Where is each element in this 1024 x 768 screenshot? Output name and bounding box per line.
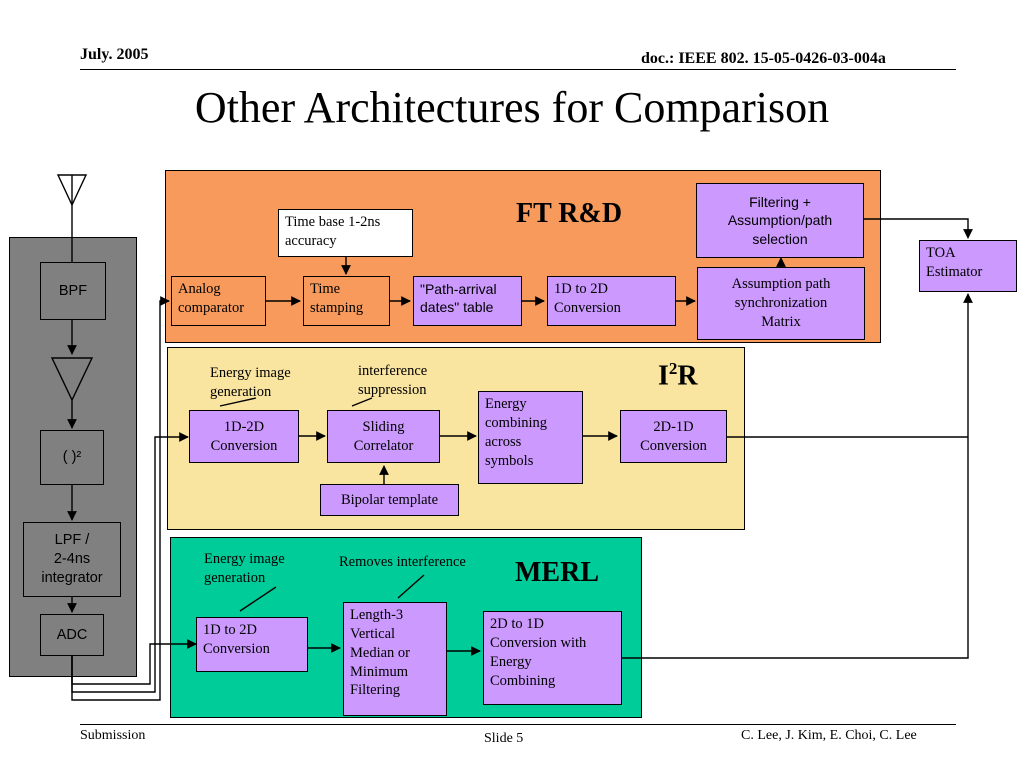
energy-combining-block: Energy combining across symbols xyxy=(478,391,583,484)
filtering-block: Filtering + Assumption/path selection xyxy=(696,183,864,258)
time-stamping-block: Time stamping xyxy=(303,276,390,326)
median-label-3: Median or xyxy=(350,644,410,661)
time-base-label-1: Time base 1-2ns xyxy=(285,214,381,230)
i2r-energy-image-label: Energy image generation xyxy=(210,364,291,402)
lpf-block: LPF / 2-4ns integrator xyxy=(23,522,121,597)
median-label-1: Length-3 xyxy=(350,607,404,623)
median-label-5: Filtering xyxy=(350,682,400,699)
bpf-block: BPF xyxy=(40,262,106,320)
merl-conv-label-1: 1D to 2D xyxy=(203,622,257,638)
merl-conv-label-2: Conversion xyxy=(203,640,270,657)
energy-comb-label-3: across xyxy=(485,433,522,450)
time-stamp-label-1: Time xyxy=(310,281,341,297)
time-base-block: Time base 1-2ns accuracy xyxy=(278,209,413,257)
adc-label: ADC xyxy=(56,626,88,643)
merl-conv2-label-1: 2D to 1D xyxy=(490,616,544,632)
header-rule xyxy=(80,69,956,70)
adc-block: ADC xyxy=(40,614,104,656)
median-filter-block: Length-3 Vertical Median or Minimum Filt… xyxy=(343,602,447,716)
ftrd-conv-label-2: Conversion xyxy=(554,299,621,316)
i2r-energy-image-line-1: Energy image xyxy=(210,365,291,381)
merl-conv2-label-2: Conversion with xyxy=(490,634,587,651)
merl-conv2-label-3: Energy xyxy=(490,653,532,670)
merl-energy-image-line-1: Energy image xyxy=(204,551,285,567)
merl-conv2-label-4: Combining xyxy=(490,672,556,689)
lpf-label-1: LPF / xyxy=(54,532,90,549)
merl-1d-2d-conversion-block: 1D to 2D Conversion xyxy=(196,617,308,672)
lpf-label-3: integrator xyxy=(41,569,103,586)
toa-estimator-block: TOA Estimator xyxy=(919,240,1017,292)
median-label-2: Vertical xyxy=(350,625,396,642)
merl-energy-image-label: Energy image generation xyxy=(204,550,285,588)
median-label-4: Minimum xyxy=(350,663,409,680)
filter-label-3: selection xyxy=(752,230,808,247)
merl-2d-1d-conversion-block: 2D to 1D Conversion with Energy Combinin… xyxy=(483,611,622,705)
interference-suppression-label: interference suppression xyxy=(358,362,427,400)
i2r-2d-1d-conversion-block: 2D-1D Conversion xyxy=(620,410,727,463)
merl-energy-image-line-2: generation xyxy=(204,569,266,586)
sliding-label-1: Sliding xyxy=(362,418,405,435)
ftrd-conv-label-1: 1D to 2D xyxy=(554,281,608,297)
bpf-label: BPF xyxy=(58,282,88,299)
analog-label-1: Analog xyxy=(178,281,221,297)
i2r-conv2-label-1: 2D-1D xyxy=(653,418,694,435)
footer-authors: C. Lee, J. Kim, E. Choi, C. Lee xyxy=(741,728,917,743)
sync-matrix-block: Assumption path synchronization Matrix xyxy=(697,267,865,340)
square-block: ( )² xyxy=(40,430,104,485)
header-date: July. 2005 xyxy=(80,46,149,63)
analog-comparator-block: Analog comparator xyxy=(171,276,266,326)
sliding-label-2: Correlator xyxy=(353,437,414,454)
sync-label-3: Matrix xyxy=(761,313,801,330)
square-label: ( )² xyxy=(62,449,82,466)
energy-comb-label-1: Energy xyxy=(485,396,527,412)
bipolar-template-block: Bipolar template xyxy=(320,484,459,516)
lpf-label-2: 2-4ns xyxy=(53,551,91,568)
slide-title: Other Architectures for Comparison xyxy=(194,83,830,132)
sync-label-2: synchronization xyxy=(734,295,828,312)
sliding-correlator-block: Sliding Correlator xyxy=(327,410,440,463)
interference-line-2: suppression xyxy=(358,381,427,398)
i2r-title: I2R xyxy=(658,359,698,392)
path-arrival-label-1: "Path-arrival xyxy=(420,281,497,297)
footer-slide-number: Slide 5 xyxy=(484,731,524,746)
removes-interference-label: Removes interference xyxy=(339,554,466,570)
toa-label-2: Estimator xyxy=(926,263,983,280)
sync-label-1: Assumption path xyxy=(731,276,831,293)
analog-label-2: comparator xyxy=(178,299,245,316)
amplifier-icon xyxy=(50,357,94,402)
i2r-title-tail: R xyxy=(677,360,698,392)
time-stamp-label-2: stamping xyxy=(310,299,364,316)
toa-label-1: TOA xyxy=(926,245,956,261)
i2r-conv2-label-2: Conversion xyxy=(640,437,707,454)
ftrd-1d-2d-conversion-block: 1D to 2D Conversion xyxy=(547,276,676,326)
merl-title: MERL xyxy=(515,557,599,588)
header-doc: doc.: IEEE 802. 15-05-0426-03-004a xyxy=(641,50,886,67)
energy-comb-label-4: symbols xyxy=(485,452,534,469)
footer-rule xyxy=(80,724,956,725)
bipolar-label: Bipolar template xyxy=(340,491,439,508)
i2r-title-main: I xyxy=(658,360,669,392)
filter-label-1: Filtering + xyxy=(749,194,811,211)
i2r-title-sup: 2 xyxy=(668,359,678,378)
path-arrival-table-block: "Path-arrival dates" table xyxy=(413,276,522,326)
time-base-label-2: accuracy xyxy=(285,232,337,249)
i2r-1d-2d-conversion-block: 1D-2D Conversion xyxy=(189,410,299,463)
footer-submission: Submission xyxy=(80,728,146,743)
i2r-conv-label-1: 1D-2D xyxy=(223,418,265,435)
i2r-conv-label-2: Conversion xyxy=(210,437,278,454)
i2r-energy-image-line-2: generation xyxy=(210,383,272,400)
interference-line-1: interference xyxy=(358,363,428,379)
ftrd-title: FT R&D xyxy=(516,198,623,229)
filter-label-2: Assumption/path xyxy=(727,212,833,229)
path-arrival-label-2: dates" table xyxy=(420,299,494,316)
energy-comb-label-2: combining xyxy=(485,414,548,431)
